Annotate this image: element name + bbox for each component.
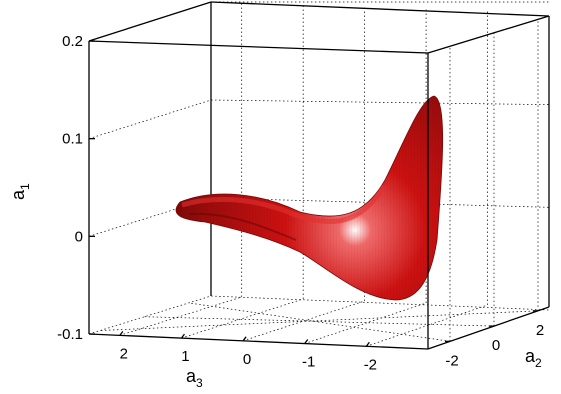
x-tick-label: -1: [302, 354, 315, 371]
x-grid-line: [119, 296, 242, 336]
y-grid-line: [188, 302, 451, 342]
y-grid-line: [144, 316, 495, 327]
z-axis-label: a1: [8, 183, 32, 200]
tick-labels: -0.1 0 0.1 0.2 2 1 0 -1 -2 -2 0 2: [57, 33, 544, 373]
y-axis-label: a2: [525, 346, 542, 370]
x-tick-label: 2: [120, 345, 128, 362]
z-tick-label: 0.1: [62, 131, 83, 148]
grid-lines: [88, 1, 550, 347]
y-tick-label: 0: [492, 337, 500, 354]
x-grid-line: [304, 302, 427, 344]
x-tick-mark: [180, 333, 185, 339]
z-tick-label: -0.1: [57, 326, 83, 343]
x-tick-mark: [119, 330, 124, 336]
x-tick-mark: [242, 336, 247, 342]
z-grid-line: [88, 1, 549, 42]
x-tick-mark: [365, 341, 370, 347]
x-tick-mark: [304, 339, 309, 344]
x-grid-line: [242, 300, 365, 342]
x-axis-label: a3: [186, 366, 203, 390]
z-grid-line: [88, 295, 550, 335]
x-grid-line: [366, 304, 488, 347]
x-grid-line: [181, 298, 304, 339]
x-tick-label: 1: [181, 348, 189, 365]
box-back-edges: [88, 1, 550, 334]
box-front-edges: [88, 15, 550, 350]
x-tick-label: 0: [243, 351, 251, 368]
y-tick-label: -2: [445, 352, 458, 369]
z-grid-line: [88, 99, 550, 140]
y-grid-line: [100, 310, 539, 331]
z-tick-label: 0: [75, 228, 83, 245]
x-tick-label: -2: [364, 356, 377, 373]
surface: [175, 95, 444, 301]
z-tick-label: 0.2: [62, 33, 83, 50]
y-tick-label: 2: [536, 322, 544, 339]
